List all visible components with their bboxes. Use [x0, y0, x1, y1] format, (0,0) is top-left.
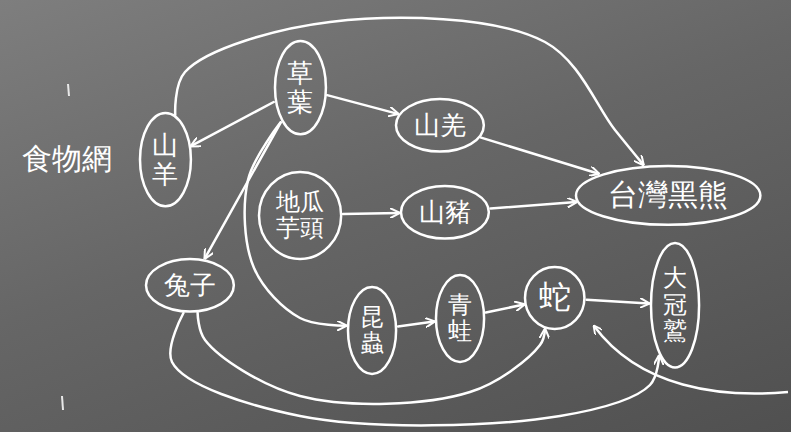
food-arrow	[491, 202, 577, 209]
food-arrow	[205, 123, 281, 259]
organism-name: 山羌	[414, 111, 466, 140]
food-arrow	[486, 305, 524, 313]
organism-node: 台灣黑熊	[574, 164, 762, 227]
food-arrow	[398, 322, 434, 327]
organism-name: 山羊	[152, 131, 178, 188]
food-arrow	[327, 95, 398, 114]
organism-node: 山羊	[138, 111, 193, 208]
organism-node: 蛇	[523, 265, 586, 331]
organism-name: 兔子	[164, 271, 216, 300]
organism-node: 山羌	[394, 97, 486, 154]
board-label: 食物網	[22, 142, 112, 175]
organism-node: 昆蟲	[346, 285, 398, 376]
organism-node: 青蛙	[434, 273, 486, 364]
organism-name: 地瓜芋頭	[276, 189, 324, 242]
organism-name: 蛇	[539, 280, 571, 315]
organism-node: 草葉	[273, 39, 328, 136]
organism-node: 大冠鷲	[649, 241, 701, 369]
chalk-arrow	[594, 326, 788, 394]
food-arrow	[245, 122, 346, 325]
food-arrow	[170, 313, 659, 425]
food-arrow	[191, 102, 273, 146]
food-arrow	[587, 300, 649, 304]
organism-node: 地瓜芋頭	[257, 170, 343, 261]
chalk-mark	[62, 396, 63, 410]
organism-name: 台灣黑熊	[608, 178, 728, 211]
chalk-mark	[68, 84, 69, 96]
food-arrow	[175, 18, 643, 165]
organism-name: 大冠鷲	[663, 265, 687, 344]
organism-name: 草葉	[287, 59, 313, 116]
organism-node: 山豬	[399, 184, 491, 241]
food-arrow	[343, 213, 399, 214]
organism-name: 青蛙	[448, 292, 472, 345]
organism-node: 兔子	[144, 257, 236, 314]
organism-name: 昆蟲	[360, 304, 384, 357]
food-arrow	[481, 138, 599, 174]
organism-name: 山豬	[419, 198, 471, 227]
